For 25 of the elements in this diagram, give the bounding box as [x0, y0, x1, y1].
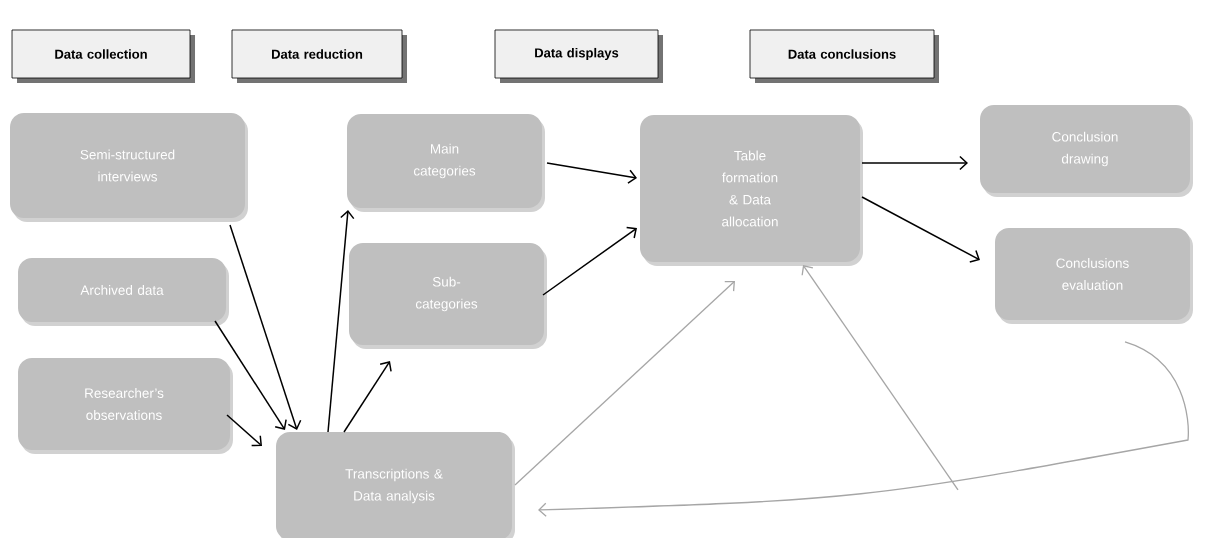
process-box: Archived data: [18, 258, 229, 326]
process-box: Table formation & Data allocation: [640, 115, 863, 266]
arrow: [229, 224, 302, 430]
arrow: [861, 155, 968, 171]
process-box: Main categories: [347, 114, 545, 212]
stage-header: Data conclusions: [749, 29, 939, 83]
process-box: Conclusions evaluation: [995, 228, 1193, 324]
stage-header: Data collection: [11, 29, 195, 83]
process-box: Researcher’s observations: [18, 358, 233, 454]
process-box: Sub- categories: [349, 243, 547, 349]
arrow: [861, 196, 980, 263]
arrow: [542, 226, 637, 296]
process-box: Conclusion drawing: [980, 105, 1193, 197]
arrow: [226, 414, 262, 447]
arrow: [538, 341, 1189, 517]
stage-header: Data reduction: [231, 29, 407, 83]
arrow: [514, 281, 735, 486]
arrow: [546, 162, 637, 184]
stage-header: Data displays: [494, 29, 663, 83]
arrow: [801, 265, 959, 491]
arrow: [214, 320, 287, 430]
process-box: Transcriptions & Data analysis: [276, 432, 515, 538]
arrow: [343, 361, 392, 433]
arrow: [327, 210, 355, 433]
process-box: Semi-structured interviews: [10, 113, 248, 222]
